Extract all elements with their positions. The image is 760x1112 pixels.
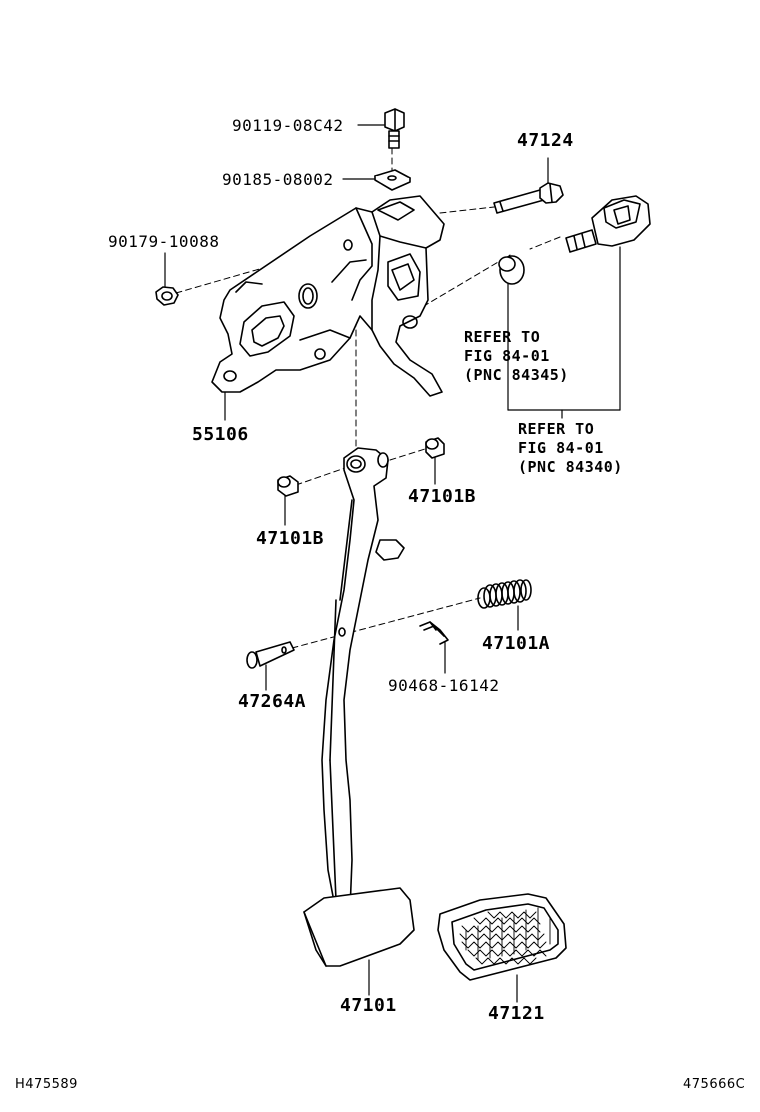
bushing-right-icon — [425, 437, 445, 459]
ref-note-84340: REFER TO FIG 84-01 (PNC 84340) — [518, 420, 623, 477]
label-nut-clip: 90185-08002 — [222, 170, 334, 189]
clip-nut-icon — [374, 169, 411, 191]
label-bushing-right: 47101B — [408, 486, 477, 507]
ref2-line1: REFER TO — [518, 420, 595, 438]
ref1-line1: REFER TO — [464, 328, 541, 346]
footer-left-code: H475589 — [15, 1077, 78, 1092]
ref1-line3: (PNC 84345) — [464, 366, 569, 384]
bolt-icon — [384, 108, 405, 149]
pedal-pad-icon — [437, 893, 567, 981]
label-pedal-pad: 47121 — [488, 1003, 545, 1024]
stop-lamp-switch-icon — [565, 195, 651, 253]
ref2-line2: FIG 84-01 — [518, 439, 604, 457]
ref2-line3: (PNC 84340) — [518, 458, 623, 476]
label-pin: 47264A — [238, 691, 307, 712]
cushion-icon — [498, 255, 525, 285]
ref1-line2: FIG 84-01 — [464, 347, 550, 365]
ref-note-84345: REFER TO FIG 84-01 (PNC 84345) — [464, 328, 569, 385]
label-spring: 47101A — [482, 633, 551, 654]
spring-icon — [477, 579, 532, 609]
label-switch-shaft: 47124 — [517, 130, 574, 151]
label-pedal-arm: 47101 — [340, 995, 397, 1016]
pin-icon — [246, 641, 295, 669]
clip-icon — [419, 621, 449, 645]
bushing-left-icon — [277, 475, 299, 497]
nut-icon — [155, 286, 179, 306]
label-bracket: 55106 — [192, 424, 249, 445]
pedal-arm-icon — [303, 447, 415, 967]
label-bolt: 90119-08C42 — [232, 116, 344, 135]
label-bushing-left: 47101B — [256, 528, 325, 549]
label-nut: 90179-10088 — [108, 232, 220, 251]
switch-shaft-icon — [493, 182, 564, 214]
leader-lines — [164, 124, 621, 1003]
pedal-bracket-icon — [211, 195, 445, 397]
label-clip: 90468-16142 — [388, 676, 500, 695]
footer-right-code: 475666C — [683, 1077, 746, 1092]
